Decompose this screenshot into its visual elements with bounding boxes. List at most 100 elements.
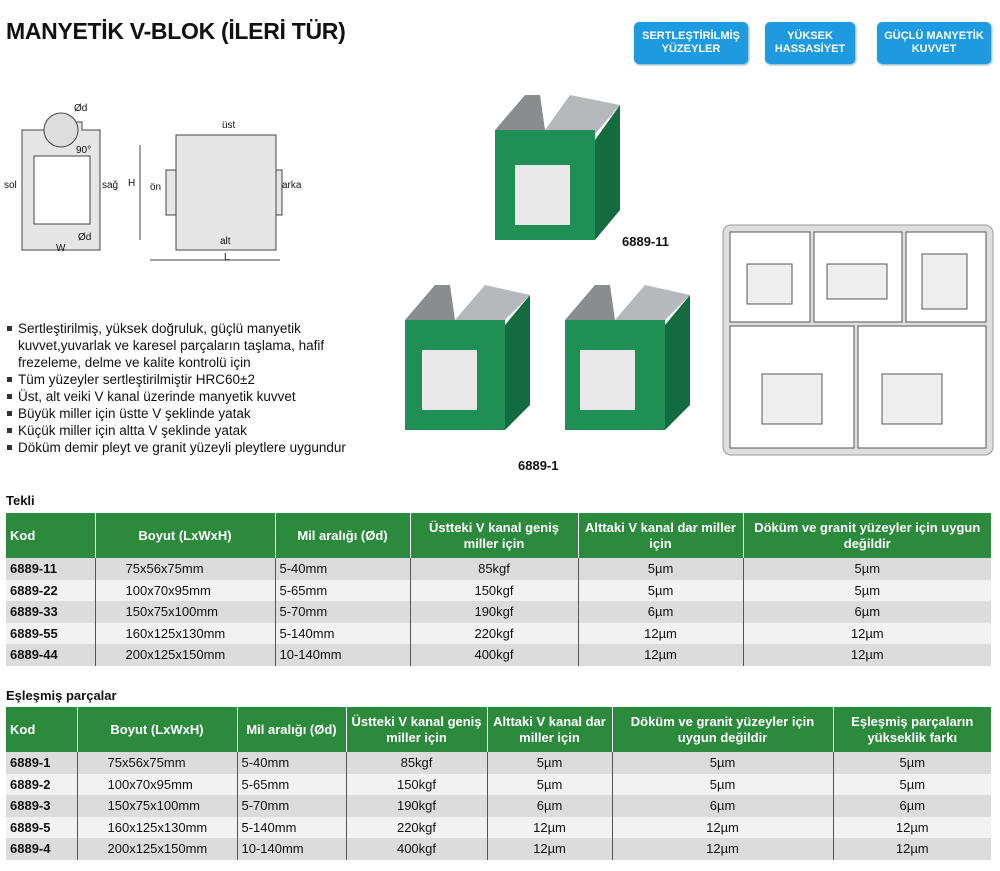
column-header: Kod xyxy=(6,707,77,752)
product-code-pair: 6889-1 xyxy=(518,458,559,473)
table-cell: 5-70mm xyxy=(236,795,346,817)
table-cell: 6889-2 xyxy=(6,773,77,795)
table-cell: 5-40mm xyxy=(236,752,346,774)
table-cell: 200x125x150mm xyxy=(76,838,237,860)
table-cell: 5-70mm xyxy=(274,601,410,623)
column-header: Üstteki V kanal geniş miller için xyxy=(409,513,578,558)
feature-item: Tüm yüzeyler sertleştirilmiştir HRC60±2 xyxy=(6,371,358,388)
product-images xyxy=(405,95,690,430)
table-cell: 100x70x95mm xyxy=(76,773,237,795)
table-cell: 6889-1 xyxy=(6,752,77,774)
table-cell: 6889-4 xyxy=(6,838,77,860)
table-cell: 12µm xyxy=(742,644,991,666)
column-header: Eşleşmiş parçaların yükseklik farkı xyxy=(832,707,991,752)
vblock-single xyxy=(495,95,620,240)
label-sag: sağ xyxy=(102,180,119,191)
table-cell: 85kgf xyxy=(345,752,487,774)
table-cell: 10-140mm xyxy=(274,644,410,666)
label-l: L xyxy=(224,252,230,263)
label-d2: Ød xyxy=(78,232,92,243)
label-ust: üst xyxy=(222,120,236,131)
usage-illustrations xyxy=(722,224,994,456)
table-cell: 5-65mm xyxy=(274,579,410,601)
table-cell: 6889-11 xyxy=(6,558,95,580)
table-cell: 190kgf xyxy=(409,601,578,623)
column-header: Kod xyxy=(6,513,95,558)
table-cell: 5µm xyxy=(832,773,991,795)
table-cell: 220kgf xyxy=(345,816,487,838)
table-cell: 12µm xyxy=(611,838,833,860)
table-cell: 75x56x75mm xyxy=(76,752,237,774)
column-header: Alttaki V kanal dar miller için xyxy=(486,707,612,752)
table-cell: 5µm xyxy=(611,752,833,774)
label-h: H xyxy=(128,178,136,189)
table-cell: 5µm xyxy=(611,773,833,795)
table-cell: 6889-5 xyxy=(6,816,77,838)
product-code-single: 6889-11 xyxy=(622,234,669,249)
table-cell: 220kgf xyxy=(409,622,578,644)
table-cell: 200x125x150mm xyxy=(94,644,275,666)
label-sol: sol xyxy=(4,180,17,191)
table-cell: 6889-44 xyxy=(6,644,95,666)
table-cell: 150x75x100mm xyxy=(76,795,237,817)
label-arka: arka xyxy=(282,180,302,191)
column-header: Döküm ve granit yüzeyler için uygun deği… xyxy=(611,707,833,752)
table-cell: 12µm xyxy=(577,644,743,666)
dimension-diagram xyxy=(21,112,283,261)
table-cell: 400kgf xyxy=(345,838,487,860)
table-cell: 6889-55 xyxy=(6,622,95,644)
table-cell: 150kgf xyxy=(345,773,487,795)
table-cell: 160x125x130mm xyxy=(94,622,275,644)
column-header: Alttaki V kanal dar miller için xyxy=(577,513,743,558)
vblock-pair-a xyxy=(405,285,530,430)
badge-magnetic: GÜÇLÜ MANYETİK KUVVET xyxy=(877,22,991,64)
table-cell: 5µm xyxy=(486,773,612,795)
table-cell: 5µm xyxy=(832,752,991,774)
table-cell: 6µm xyxy=(832,795,991,817)
table-cell: 12µm xyxy=(486,816,612,838)
badge-precision: YÜKSEK HASSASİYET xyxy=(765,22,855,64)
label-w: W xyxy=(56,243,66,254)
feature-item: Üst, alt veiki V kanal üzerinde manyetik… xyxy=(6,388,358,405)
table-cell: 6889-33 xyxy=(6,601,95,623)
table-cell: 12µm xyxy=(742,622,991,644)
column-header: Boyut (LxWxH) xyxy=(94,513,275,558)
feature-item: Döküm demir pleyt ve granit yüzeyli pley… xyxy=(6,439,358,456)
table-cell: 6µm xyxy=(611,795,833,817)
table-cell: 12µm xyxy=(832,838,991,860)
badge-hardened: SERTLEŞTİRİLMİŞ YÜZEYLER xyxy=(634,22,748,64)
label-angle: 90° xyxy=(76,145,92,156)
vblock-pair-b xyxy=(565,285,690,430)
column-header: Üstteki V kanal geniş miller için xyxy=(345,707,487,752)
table-cell: 5-140mm xyxy=(236,816,346,838)
table-cell: 5µm xyxy=(742,579,991,601)
table-cell: 5-65mm xyxy=(236,773,346,795)
column-header: Döküm ve granit yüzeyler için uygun deği… xyxy=(742,513,991,558)
table-cell: 5-140mm xyxy=(274,622,410,644)
feature-item: Sertleştirilmiş, yüksek doğruluk, güçlü … xyxy=(6,320,358,371)
table-cell: 75x56x75mm xyxy=(94,558,275,580)
table-cell: 6889-3 xyxy=(6,795,77,817)
label-d1: Ød xyxy=(74,103,88,114)
table-cell: 85kgf xyxy=(409,558,578,580)
table-cell: 6µm xyxy=(742,601,991,623)
column-header: Mil aralığı (Ød) xyxy=(274,513,410,558)
page-title: MANYETİK V-BLOK (İLERİ TÜR) xyxy=(6,18,346,44)
table-cell: 12µm xyxy=(611,816,833,838)
label-alt: alt xyxy=(220,236,231,247)
table-cell: 400kgf xyxy=(409,644,578,666)
section-title-paired: Eşleşmiş parçalar xyxy=(6,688,117,703)
table-cell: 12µm xyxy=(577,622,743,644)
table-cell: 5µm xyxy=(577,558,743,580)
section-title-single: Tekli xyxy=(6,493,35,508)
table-cell: 100x70x95mm xyxy=(94,579,275,601)
